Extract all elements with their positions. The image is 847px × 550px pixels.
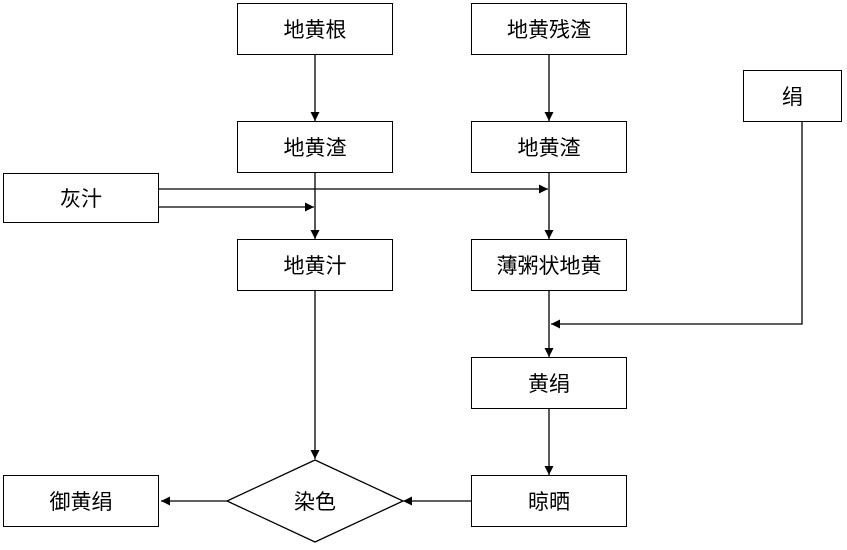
ranse-diamond [225,459,405,543]
node-dihuang-canzha: 地黄残渣 [471,3,627,55]
node-dihuang-zha-left: 地黄渣 [237,121,393,173]
node-juan: 绢 [743,70,842,122]
node-bozhou-dihuang: 薄粥状地黄 [471,239,627,291]
node-dihuang-zha-right: 地黄渣 [471,121,627,173]
node-ranse-label: 染色 [294,490,336,514]
node-dihuang-gen: 地黄根 [237,3,393,55]
node-huizhi: 灰汁 [3,173,159,223]
node-liangshai: 晾晒 [471,475,627,527]
node-yuhuangjuan: 御黄绢 [3,475,159,527]
arrow-juan-to-column [551,122,803,329]
node-dihuang-zhi: 地黄汁 [237,239,393,291]
node-huangjuan: 黄绢 [471,357,627,409]
